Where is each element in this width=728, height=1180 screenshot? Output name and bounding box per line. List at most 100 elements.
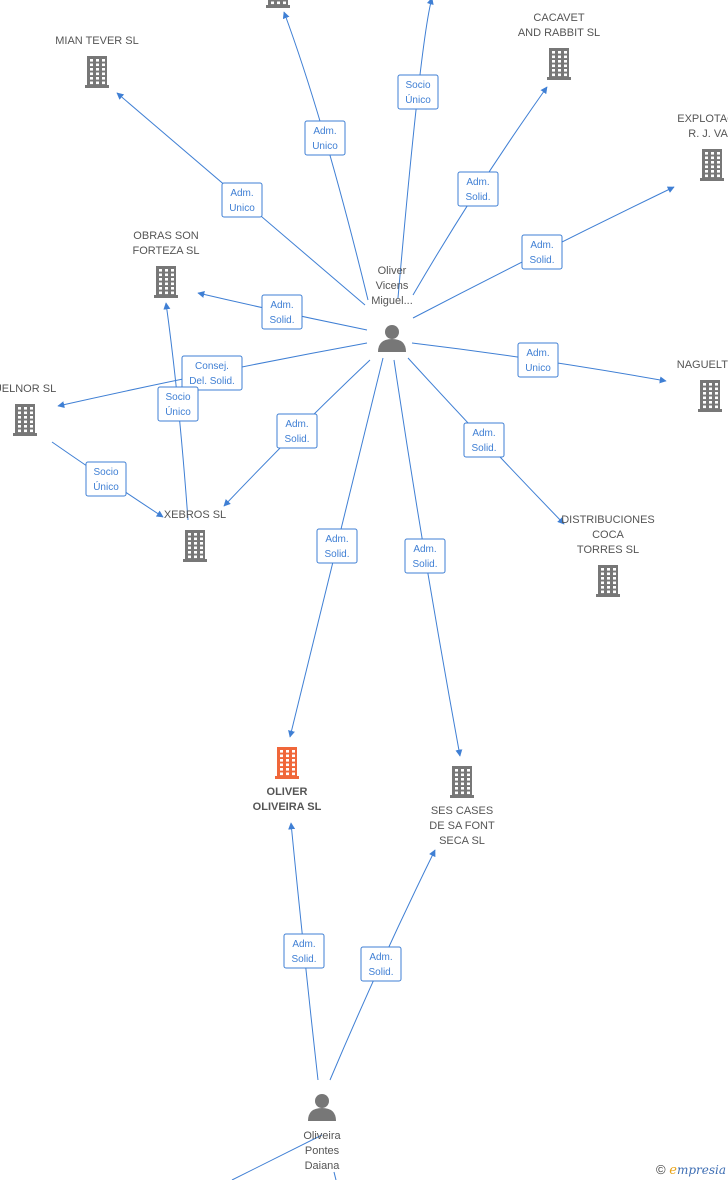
edge-label-text: Adm. [530,240,553,251]
node-label: NAGUELTER [677,359,728,371]
edge-label[interactable]: Adm.Unico [304,120,346,156]
edge-label[interactable]: Adm. Unico [221,182,263,218]
node-label: Oliver [378,265,407,277]
edge-label-box [85,461,127,497]
edge-label-box [181,355,243,391]
edge-label-box [283,933,325,969]
edge-label-text: Adm. [285,419,308,430]
edge-label-text: Unico [229,203,255,214]
company-node-top-co[interactable] [266,0,290,8]
node-label: FORTEZA SL [132,245,199,257]
brand-name: mpresia [676,1163,726,1177]
brand-initial: e [669,1163,677,1178]
node-label: XEBROS SL [164,509,226,521]
edge-label-box [397,74,439,110]
edges-layer [51,0,675,1180]
edge-label-box [316,528,358,564]
edge-label[interactable]: Adm. Solid. [316,528,358,564]
edge-label-text: Solid. [368,967,393,978]
edge-label-box [521,234,563,270]
edge-continuation [231,1134,323,1180]
edge-label[interactable]: Adm. Solid. [360,946,402,982]
edge-label-text: Solid. [324,549,349,560]
edge-label-text: Solid. [412,559,437,570]
edge-label[interactable]: Adm.Solid. [521,234,563,270]
edge-label-text: Adm. [369,952,392,963]
edge-label-text: Unico [525,363,551,374]
building-icon [450,766,474,798]
company-node-distribuciones[interactable]: DISTRIBUCIONES COCA TORRES SL [561,514,655,597]
edge-oliver_vicens-to-offscreen_top [397,0,434,299]
edge-labels-layer: Adm.UnicoSocioÚnicoAdm.UnicoAdm.Solid.Ad… [85,74,563,982]
building-icon [266,0,290,8]
edge-label-box [457,171,499,207]
edge-label-text: Único [93,480,119,493]
edge-label-text: Solid. [471,443,496,454]
node-label: DE SA FONT [429,820,495,832]
building-icon [13,404,37,436]
building-icon [700,149,724,181]
node-label: COCA [592,529,624,541]
edge-label[interactable]: Adm. Solid. [404,538,446,574]
person-icon [378,325,406,352]
edge-label-text: Del. Solid. [189,376,235,387]
node-label: Daiana [305,1160,341,1172]
edge-label-text: Adm. [292,939,315,950]
edge-label-box [304,120,346,156]
edge-label[interactable]: Adm.Solid. [261,294,303,330]
edge-label-box [517,342,559,378]
company-node-naguelter[interactable]: NAGUELTER [677,359,728,412]
edge-label[interactable]: Adm.Unico [517,342,559,378]
edge-label-text: Solid. [291,954,316,965]
edge-label-text: Adm. [413,544,436,555]
edge-label[interactable]: Adm. Solid. [283,933,325,969]
edge-label[interactable]: Adm. Solid. [463,422,505,458]
edge-label-text: Único [165,405,191,418]
edge-label-text: Adm. [313,126,336,137]
edge-label[interactable]: Consej.Del. Solid. [181,355,243,391]
node-label: TORRES SL [577,544,639,556]
edge-label-box [463,422,505,458]
node-label: UELNOR SL [0,383,56,395]
edge-label-text: Solid. [465,192,490,203]
company-node-mian-tever[interactable]: MIAN TEVER SL [55,35,139,88]
company-node-uelnor[interactable]: UELNOR SL [0,383,56,436]
edge-label-text: Adm. [230,188,253,199]
company-node-explotacio[interactable]: EXPLOTACIOR. J. VAN [677,113,728,181]
edge-label-text: Solid. [284,434,309,445]
edge-label-text: Socio [405,80,430,91]
building-icon [183,530,207,562]
person-node-oliver-vicens[interactable]: OliverVicensMiguel... [371,265,413,352]
copyright-symbol: © [656,1162,666,1177]
company-node-xebros[interactable]: XEBROS SL [164,509,226,562]
edge-label-box [221,182,263,218]
company-node-cacavet[interactable]: CACAVET AND RABBIT SL [518,12,600,80]
edge-label[interactable]: Adm.Solid. [457,171,499,207]
node-label: AND RABBIT SL [518,27,600,39]
edge-label[interactable]: Adm. Solid. [276,413,318,449]
node-label: MIAN TEVER SL [55,35,139,47]
node-label: Oliveira [303,1130,341,1142]
edge-label-text: Adm. [325,534,348,545]
edge-label-text: Adm. [472,428,495,439]
edge-label-box [404,538,446,574]
edge-continuation [333,1171,337,1180]
node-label: DISTRIBUCIONES [561,514,655,526]
edge-label-box [276,413,318,449]
edge-label-box [157,386,199,422]
building-icon [698,380,722,412]
building-icon [85,56,109,88]
person-icon [308,1094,336,1121]
node-label: OLIVEIRA SL [253,801,322,813]
node-label: SES CASES [431,805,493,817]
edge-label-text: Socio [165,392,190,403]
node-label: CACAVET [533,12,584,24]
